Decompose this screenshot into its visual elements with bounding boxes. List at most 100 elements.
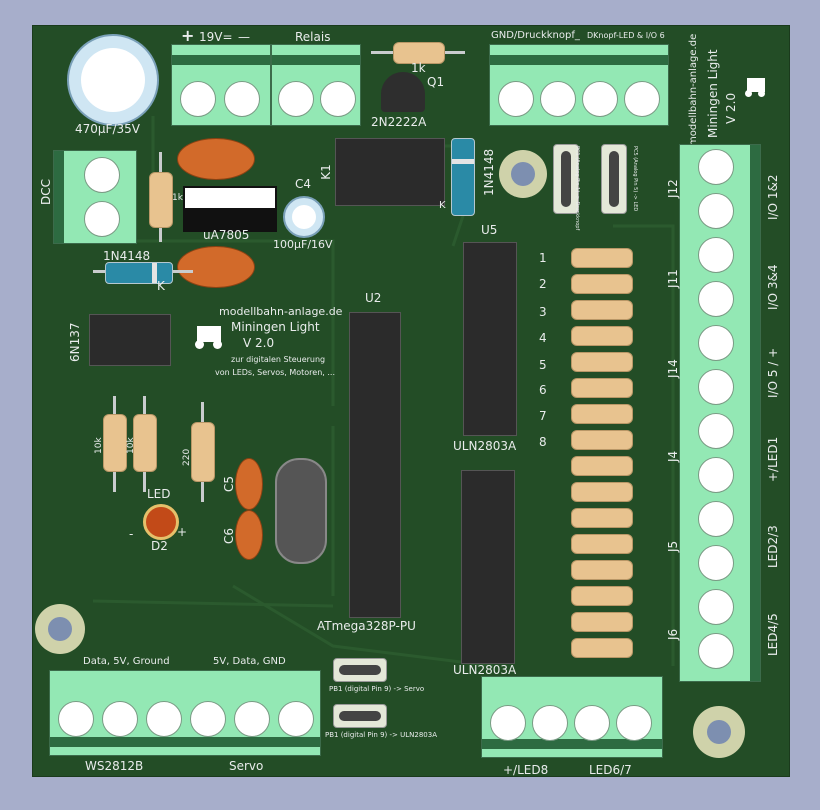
center-site: modellbahn-anlage.de	[219, 305, 343, 318]
led8-label: +/LED8	[503, 763, 549, 777]
ws-servo-terminal	[49, 670, 321, 756]
led67-label: LED6/7	[589, 763, 632, 777]
capacitor-c6	[235, 510, 263, 560]
power-plus: +	[181, 26, 195, 45]
diode-left	[105, 262, 173, 284]
dcc-terminal	[53, 150, 137, 244]
j11-label: J11	[666, 269, 680, 288]
io34-label: I/O 3&4	[766, 264, 780, 310]
led-plus: +	[177, 525, 188, 539]
k1-label: K1	[318, 164, 333, 180]
pb1-servo-label: PB1 (digital Pin 9) -> Servo	[329, 685, 425, 693]
c4-label: C4	[295, 177, 312, 191]
jumper-1-label: PC1 (Analog Pin 1) -> Druckknopf	[574, 146, 580, 231]
diode-top	[451, 138, 475, 216]
u5-uln2803a	[463, 242, 517, 436]
res-number-6: 6	[539, 383, 547, 397]
pcb-board: + 19V= — Relais GND/Druckknopf_ DKnopf-L…	[32, 25, 790, 777]
mounting-hole-right	[693, 706, 745, 758]
d2-label: D2	[151, 539, 168, 553]
relais-label: Relais	[295, 30, 331, 44]
io12-label: I/O 1&2	[766, 174, 780, 220]
transistor-q1	[381, 72, 425, 112]
led1-label: +/LED1	[766, 436, 780, 482]
servo-data-label: 5V, Data, GND	[213, 656, 286, 667]
right-version: V 2.0	[724, 92, 738, 124]
u5-label: U5	[481, 223, 498, 237]
u2-label: U2	[365, 291, 382, 305]
dcc-label: DCC	[39, 179, 53, 205]
uln2803a-bottom	[461, 470, 515, 664]
r10k-b-label: 10k	[126, 437, 136, 454]
pb1-uln-label: PB1 (digital Pin 9) -> ULN2803A	[325, 731, 437, 739]
r220-label: 220	[182, 448, 192, 466]
res-number-8: 8	[539, 435, 547, 449]
jumper-pb1-uln	[333, 704, 387, 728]
j14-label: J14	[666, 359, 680, 378]
capacitor-c4	[283, 196, 325, 238]
resistor-1k-top	[393, 42, 445, 64]
led-bottom-terminal	[481, 676, 663, 758]
r1k-left-label: 1k	[172, 193, 183, 203]
r1k-top-label: 1k	[411, 61, 426, 75]
mcu-label: ATmega328P-PU	[317, 619, 416, 633]
j6-label: J6	[666, 628, 680, 640]
jumper-1	[553, 144, 579, 214]
j4-label: J4	[666, 450, 680, 462]
jumper-pb1-servo	[333, 658, 387, 682]
optocoupler	[89, 314, 171, 366]
ws-label: WS2812B	[85, 759, 144, 773]
led45-label: LED4/5	[766, 613, 780, 656]
c4-value: 100µF/16V	[273, 238, 333, 251]
train-icon-right	[743, 72, 771, 98]
diode-top-label: 1N4148	[482, 148, 496, 196]
resistor-1k-left	[149, 172, 173, 228]
power-minus: —	[238, 30, 250, 44]
uln-a-label: ULN2803A	[453, 439, 517, 453]
c6-label: C6	[222, 527, 236, 544]
ws-data-label: Data, 5V, Ground	[83, 656, 170, 667]
cap-large-label: 470µF/35V	[75, 122, 140, 136]
jumper-2-label: PC5 (Analog Pin 5) -> LED	[632, 146, 638, 212]
dknopf-label: DKnopf-LED & I/O 6	[587, 31, 665, 40]
right-project: Miningen Light	[706, 49, 720, 138]
resistor-array	[561, 248, 641, 668]
resistor-10k-a	[103, 414, 127, 472]
servo-label: Servo	[229, 759, 264, 773]
mounting-hole-left	[35, 604, 85, 654]
led-minus: -	[129, 527, 134, 541]
center-desc-1: zur digitalen Steuerung	[231, 355, 326, 364]
res-number-7: 7	[539, 409, 547, 423]
diode-left-k: K	[157, 279, 165, 293]
capacitor-ceramic-top	[177, 138, 255, 180]
right-site: modellbahn-anlage.de	[688, 33, 699, 146]
power-label: 19V=	[199, 30, 233, 44]
jumper-2	[601, 144, 627, 214]
uln-b-label: ULN2803A	[453, 663, 517, 677]
mounting-hole-top	[499, 150, 547, 198]
res-number-1: 1	[539, 251, 547, 265]
resistor-10k-b	[133, 414, 157, 472]
resistor-220	[191, 422, 215, 482]
capacitor-ceramic-bottom	[177, 246, 255, 288]
train-icon-center	[193, 320, 227, 350]
regulator	[183, 186, 277, 232]
transistor-label: 2N2222A	[371, 115, 427, 129]
diode-left-label: 1N4148	[103, 249, 151, 263]
gnd-label: GND/Druckknopf_	[491, 30, 580, 41]
io5-label: I/O 5 / +	[766, 347, 780, 398]
right-terminal-block	[679, 144, 761, 682]
diode-top-k: K	[439, 200, 446, 211]
res-number-5: 5	[539, 358, 547, 372]
res-number-2: 2	[539, 277, 547, 291]
center-project: Miningen Light	[231, 320, 320, 334]
q1-label: Q1	[427, 75, 445, 89]
c5-label: C5	[222, 475, 236, 492]
led-label: LED	[147, 487, 171, 501]
power-terminal	[171, 44, 271, 126]
capacitor-large	[67, 34, 159, 126]
regulator-label: uA7805	[203, 228, 250, 242]
center-version: V 2.0	[243, 336, 275, 350]
u2-atmega	[349, 312, 401, 618]
